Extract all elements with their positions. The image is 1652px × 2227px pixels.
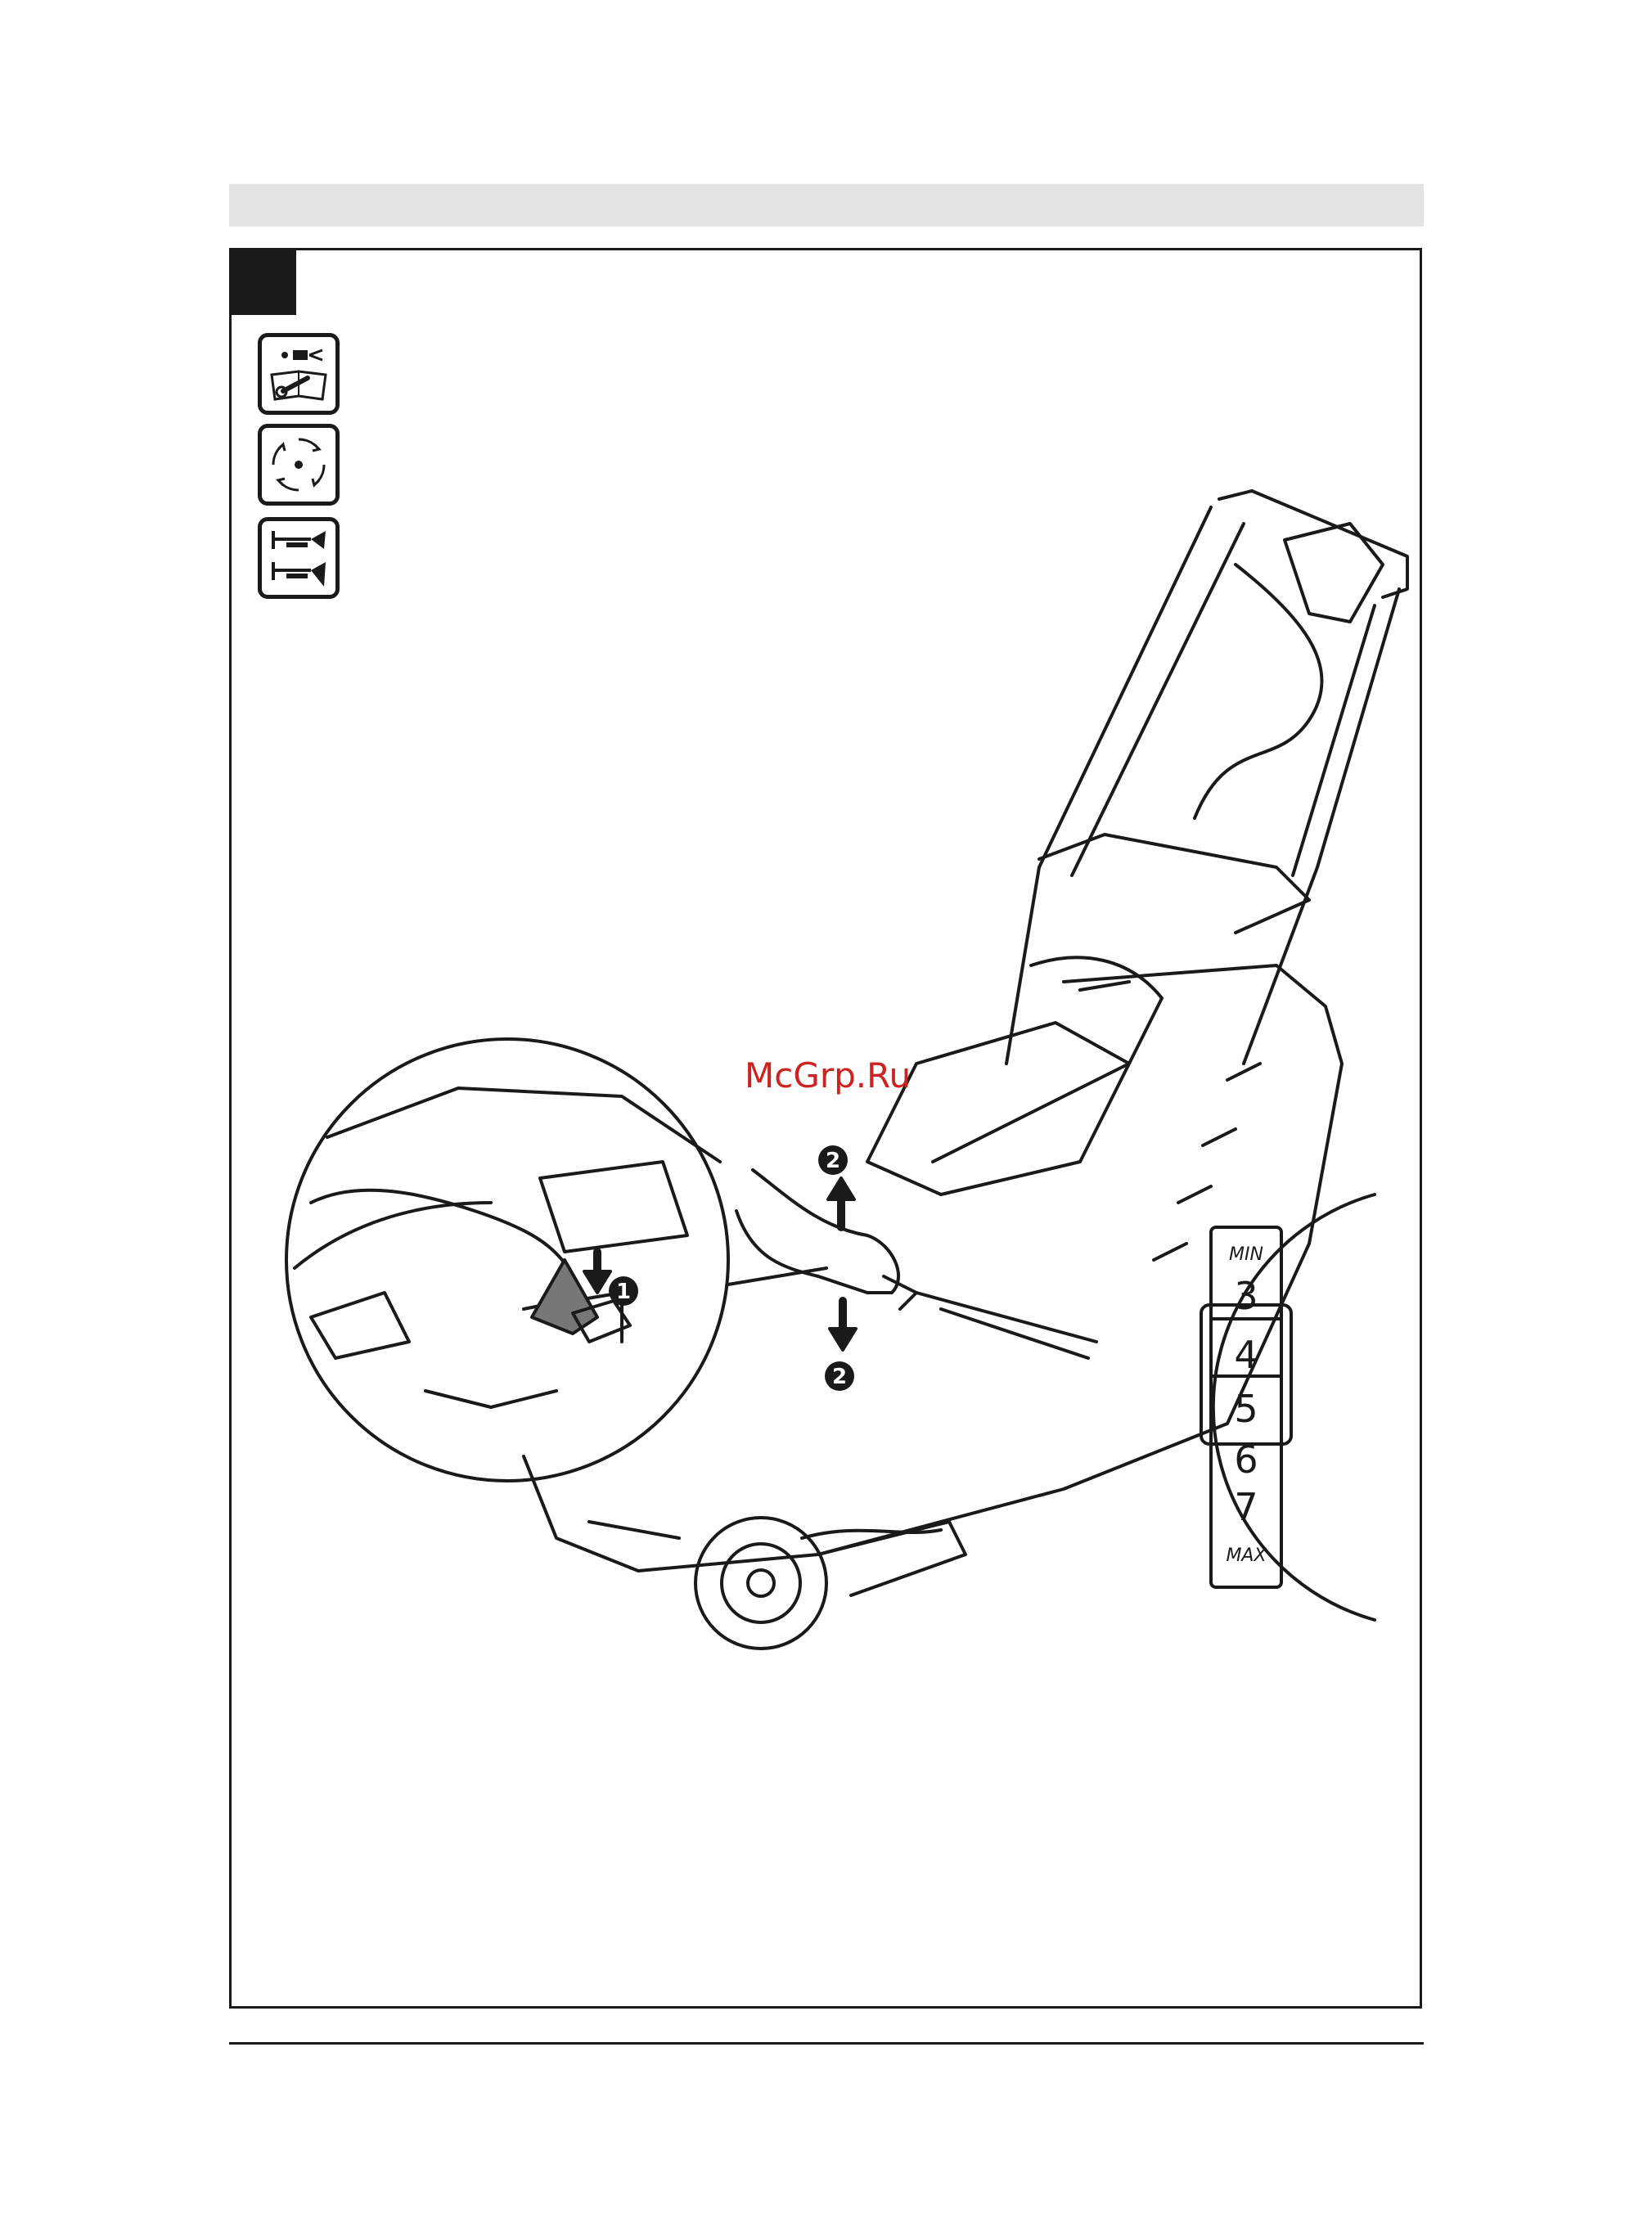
- scale-value-5: 5: [1234, 1387, 1258, 1431]
- scale-min-label: MIN: [1229, 1244, 1263, 1265]
- scale-value-4: 4: [1234, 1333, 1258, 1377]
- scale-value-6: 6: [1234, 1437, 1258, 1482]
- footer-line: [229, 2042, 1424, 2045]
- watermark: McGrp.Ru: [745, 1055, 911, 1096]
- step-marker-2-down: 2: [825, 1361, 854, 1391]
- svg-text:2: 2: [826, 1149, 840, 1173]
- step-marker-1: 1: [609, 1276, 638, 1306]
- scale-value-3: 3: [1234, 1274, 1258, 1318]
- svg-text:2: 2: [832, 1365, 847, 1389]
- scale-value-7: 7: [1234, 1485, 1258, 1529]
- scale-max-label: MAX: [1226, 1545, 1267, 1566]
- svg-text:1: 1: [616, 1280, 631, 1304]
- step-marker-2-up: 2: [818, 1145, 848, 1175]
